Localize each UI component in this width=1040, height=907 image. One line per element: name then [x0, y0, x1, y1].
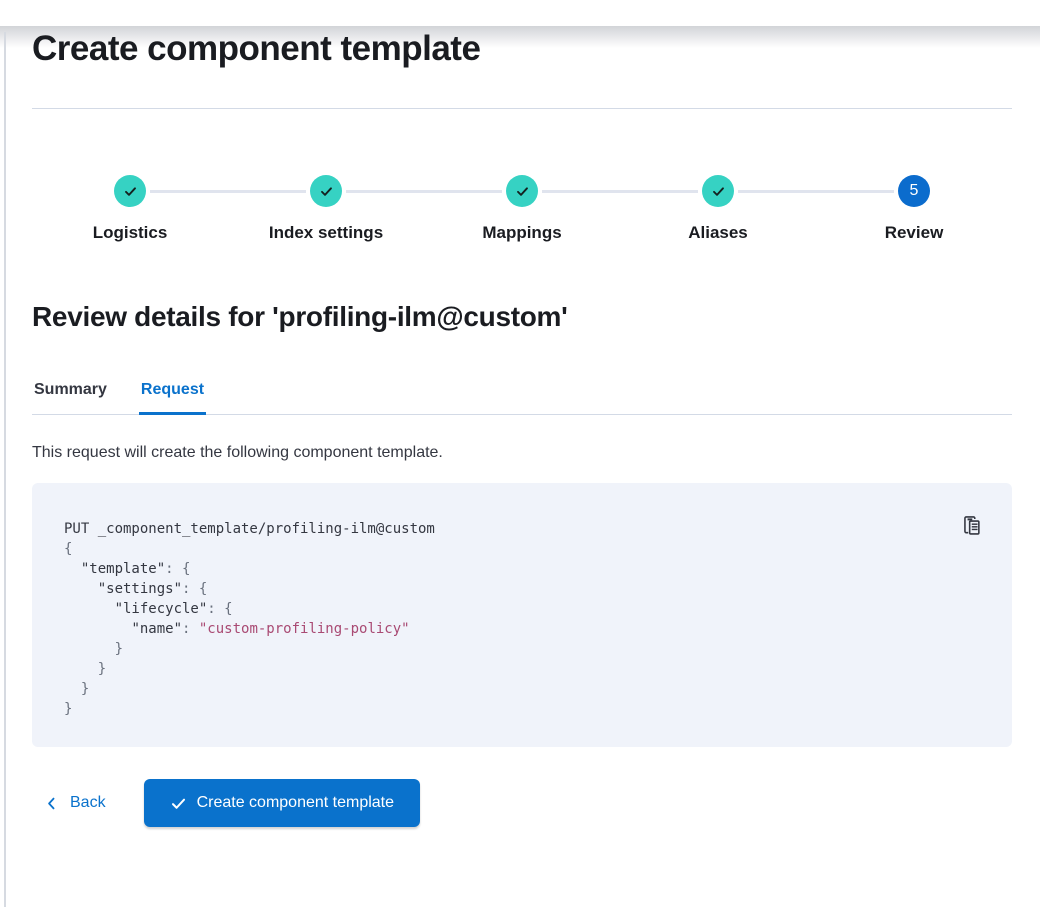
check-icon	[712, 186, 724, 196]
code-line: }	[64, 701, 73, 717]
step-logistics[interactable]: Logistics	[32, 175, 228, 243]
code-line: "lifecycle": {	[114, 601, 233, 617]
header-divider	[32, 108, 1012, 109]
step-number: 5	[909, 182, 919, 199]
step-aliases[interactable]: Aliases	[620, 175, 816, 243]
step-current-circle: 5	[898, 175, 930, 207]
step-complete-circle	[310, 175, 342, 207]
code-line: "template": {	[80, 561, 191, 577]
step-track	[424, 175, 620, 207]
code-content: PUT _component_template/profiling-ilm@cu…	[64, 519, 942, 719]
tab-request[interactable]: Request	[138, 381, 207, 415]
step-complete-circle	[114, 175, 146, 207]
step-label: Index settings	[268, 223, 384, 242]
step-review[interactable]: 5 Review	[816, 175, 1012, 243]
step-track: 5	[816, 175, 1012, 207]
create-component-template-page: Create component template Logistics Inde…	[0, 26, 1040, 827]
chevron-left-icon	[48, 797, 55, 809]
copy-clipboard-icon	[964, 516, 980, 535]
footer-actions: Back Create component template	[32, 779, 1012, 827]
step-track	[32, 175, 228, 207]
copy-button[interactable]	[957, 511, 986, 540]
request-description: This request will create the following c…	[32, 444, 443, 461]
code-line: }	[64, 641, 124, 657]
check-icon	[171, 798, 185, 809]
left-edge-border	[4, 32, 6, 907]
step-track	[228, 175, 424, 207]
step-label: Logistics	[92, 223, 168, 242]
back-label: Back	[70, 794, 106, 811]
back-button[interactable]: Back	[44, 794, 106, 812]
check-icon	[124, 186, 136, 196]
step-label: Review	[884, 223, 944, 242]
code-line: "name": "custom-profiling-policy"	[131, 621, 410, 637]
create-component-template-button[interactable]: Create component template	[143, 779, 421, 827]
step-complete-circle	[702, 175, 734, 207]
step-label: Aliases	[688, 223, 748, 242]
step-track	[620, 175, 816, 207]
step-complete-circle	[506, 175, 538, 207]
check-icon	[320, 186, 332, 196]
create-button-label: Create component template	[196, 794, 395, 811]
step-label: Mappings	[482, 223, 562, 242]
code-line: {	[64, 541, 73, 557]
step-progress-bar: Logistics Index settings Mappings	[32, 175, 1012, 243]
page-title: Create component template	[32, 29, 481, 68]
review-tabs: Summary Request	[32, 381, 1012, 415]
request-code-block: PUT _component_template/profiling-ilm@cu…	[32, 483, 1012, 747]
code-line: PUT _component_template/profiling-ilm@cu…	[64, 521, 435, 537]
step-mappings[interactable]: Mappings	[424, 175, 620, 243]
step-index-settings[interactable]: Index settings	[228, 175, 424, 243]
tab-summary[interactable]: Summary	[32, 381, 109, 415]
code-line: "settings": {	[97, 581, 208, 597]
code-line: }	[64, 661, 107, 677]
code-line: }	[64, 681, 90, 697]
review-heading: Review details for 'profiling-ilm@custom…	[32, 301, 568, 332]
check-icon	[516, 186, 528, 196]
